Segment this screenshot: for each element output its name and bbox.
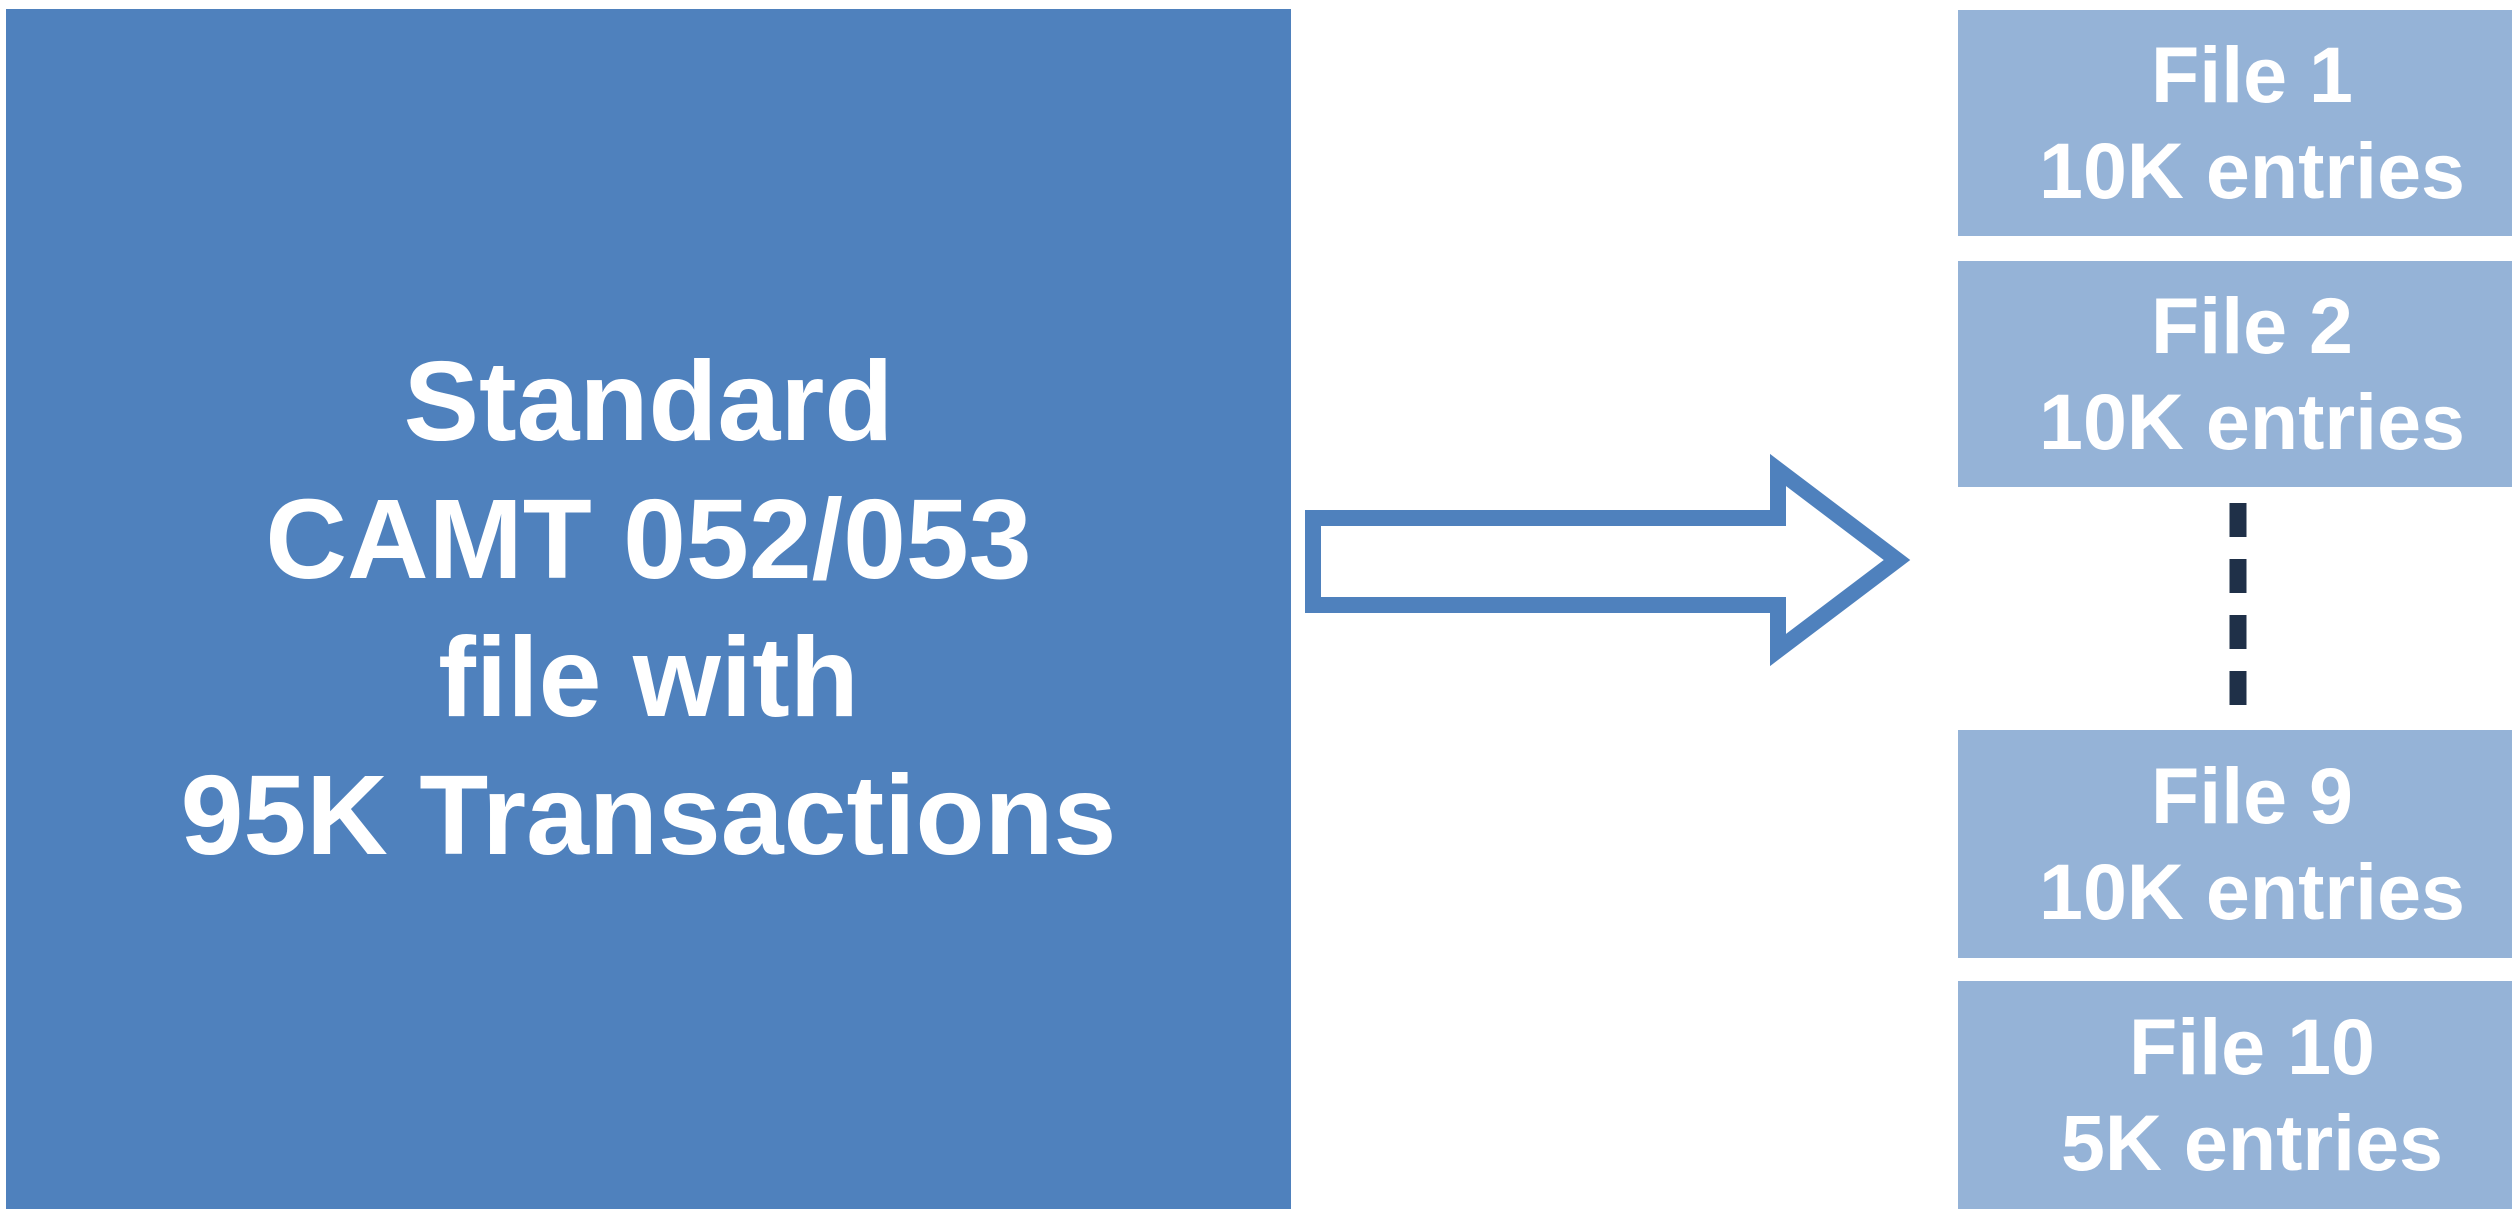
output-file-box-2: File 2 10K entries: [1958, 261, 2512, 487]
right-block-arrow-icon: [1305, 453, 1911, 667]
output-file-box-10: File 10 5K entries: [1958, 981, 2512, 1209]
output-file-label-10: File 10 5K entries: [2027, 999, 2443, 1192]
source-label-line-4: 95K Transactions: [180, 751, 1117, 878]
source-label-line-1: Standard: [403, 338, 894, 465]
files-continuation-ellipsis: [1955, 497, 2515, 717]
source-label-line-3: file with: [438, 614, 859, 740]
output-files-column: File 1 10K entries File 2 10K entries Fi…: [1958, 0, 2512, 1220]
output-file-box-9: File 9 10K entries: [1958, 730, 2512, 958]
output-file-label-9: File 9 10K entries: [2005, 748, 2465, 941]
output-file-title-1: File 1: [2151, 29, 2353, 119]
output-file-label-2: File 2 10K entries: [2005, 278, 2465, 471]
output-file-box-1: File 1 10K entries: [1958, 10, 2512, 236]
arrow-shape: [1305, 453, 1911, 667]
vertical-dashed-ellipsis-icon: [2229, 503, 2247, 711]
output-file-title-9: File 9: [2151, 750, 2353, 840]
source-file-label: Standard CAMT 052/053 file with 95K Tran…: [181, 333, 1117, 884]
output-file-detail-9: 10K entries: [2039, 847, 2465, 936]
source-label-line-2: CAMT 052/053: [265, 476, 1032, 603]
output-file-detail-1: 10K entries: [2039, 126, 2465, 215]
source-file-box: Standard CAMT 052/053 file with 95K Tran…: [6, 9, 1291, 1209]
output-file-title-10: File 10: [2129, 1001, 2375, 1091]
flow-arrow: [1305, 453, 1911, 667]
output-file-detail-10: 5K entries: [2060, 1098, 2443, 1187]
output-file-label-1: File 1 10K entries: [2005, 27, 2465, 220]
output-file-detail-2: 10K entries: [2039, 377, 2465, 466]
output-file-title-2: File 2: [2151, 280, 2353, 370]
